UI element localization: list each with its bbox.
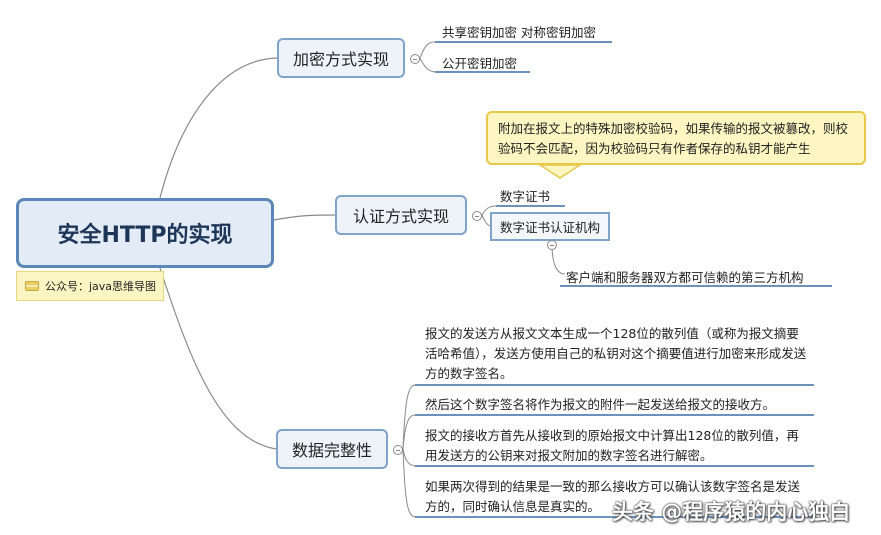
integrity-paragraph-2[interactable]: 然后这个数字签名将作为报文的附件一起发送给报文的接收方。 xyxy=(425,395,810,415)
connector-auth-leaf2 xyxy=(481,214,491,227)
branch-integrity[interactable]: 数据完整性 xyxy=(276,429,388,469)
integrity-paragraph-2-text: 然后这个数字签名将作为报文的附件一起发送给报文的接收方。 xyxy=(425,397,776,412)
watermark-badge: 公众号：java思维导图 xyxy=(16,271,164,301)
integrity-paragraph-3-text: 报文的接收方首先从接收到的原始报文中计算出128位的散列值，再用发送方的公钥来对… xyxy=(425,428,799,463)
leaf-trusted-third-party-label: 客户端和服务器双方都可信赖的第三方机构 xyxy=(566,270,804,285)
integrity-paragraph-1-text: 报文的发送方从报文文本生成一个128位的散列值（或称为报文摘要活哈希值），发送方… xyxy=(425,326,807,381)
callout-pointer xyxy=(537,164,583,179)
connector-root-authentication xyxy=(273,214,336,221)
watermark-label: 头条 @程序猿的内心独白 xyxy=(612,500,851,524)
leaf-trusted-third-party[interactable]: 客户端和服务器双方都可信赖的第三方机构 xyxy=(566,267,804,286)
branch-integrity-label: 数据完整性 xyxy=(291,441,372,460)
connector-auth-leaf1 xyxy=(481,205,497,216)
watermark-text: 头条 @程序猿的内心独白 xyxy=(612,496,850,526)
callout-text: 附加在报文上的特殊加密校验码，如果传输的报文被篡改，则校验码不会匹配，因为校验码… xyxy=(498,121,849,156)
leaf-certificate-authority[interactable]: 数字证书认证机构 xyxy=(490,212,611,241)
leaf-public-key-label: 公开密钥加密 xyxy=(442,56,518,71)
integrity-paragraph-1[interactable]: 报文的发送方从报文文本生成一个128位的散列值（或称为报文摘要活哈希值），发送方… xyxy=(425,324,810,384)
connector-root-integrity xyxy=(159,267,277,450)
connector-integrity-p4 xyxy=(402,448,416,518)
root-topic-label: 安全HTTP的实现 xyxy=(57,223,233,248)
badge-label: 公众号：java思维导图 xyxy=(45,280,157,293)
connector-integrity-p1 xyxy=(402,384,416,450)
branch-authentication[interactable]: 认证方式实现 xyxy=(335,195,467,235)
integrity-paragraph-3[interactable]: 报文的接收方首先从接收到的原始报文中计算出128位的散列值，再用发送方的公钥来对… xyxy=(425,426,810,466)
integrity-paragraph-4[interactable]: 如果两次得到的结果是一致的那么接收方可以确认该数字签名是发送方的，同时确认信息是… xyxy=(425,477,810,517)
collapse-integrity-icon[interactable] xyxy=(393,445,403,455)
collapse-authentication-icon[interactable] xyxy=(472,211,482,221)
leaf-public-key[interactable]: 公开密钥加密 xyxy=(442,53,517,72)
collapse-encryption-icon[interactable] xyxy=(410,54,420,64)
branch-encryption[interactable]: 加密方式实现 xyxy=(277,38,405,78)
connector-encryption-leaf2 xyxy=(419,57,436,73)
callout-note: 附加在报文上的特殊加密校验码，如果传输的报文被篡改，则校验码不会匹配，因为校验码… xyxy=(486,111,866,165)
leaf-digital-certificate[interactable]: 数字证书 xyxy=(500,186,550,205)
connector-integrity-p2 xyxy=(402,414,416,450)
branch-authentication-label: 认证方式实现 xyxy=(352,207,449,226)
note-icon xyxy=(25,281,39,291)
leaf-digital-certificate-label: 数字证书 xyxy=(500,189,551,204)
leaf-certificate-authority-label: 数字证书认证机构 xyxy=(500,220,601,235)
leaf-symmetric-key[interactable]: 共享密钥加密 对称密钥加密 xyxy=(442,22,596,41)
branch-encryption-label: 加密方式实现 xyxy=(292,50,389,69)
connector-root-encryption xyxy=(159,57,278,199)
leaf-symmetric-key-label: 共享密钥加密 对称密钥加密 xyxy=(442,25,596,40)
connector-integrity-p3 xyxy=(402,448,416,467)
connector-encryption-leaf1 xyxy=(419,41,436,59)
root-topic[interactable]: 安全HTTP的实现 xyxy=(16,198,274,268)
integrity-paragraph-4-text: 如果两次得到的结果是一致的那么接收方可以确认该数字签名是发送方的，同时确认信息是… xyxy=(425,479,801,514)
collapse-ca-icon[interactable] xyxy=(547,240,557,250)
